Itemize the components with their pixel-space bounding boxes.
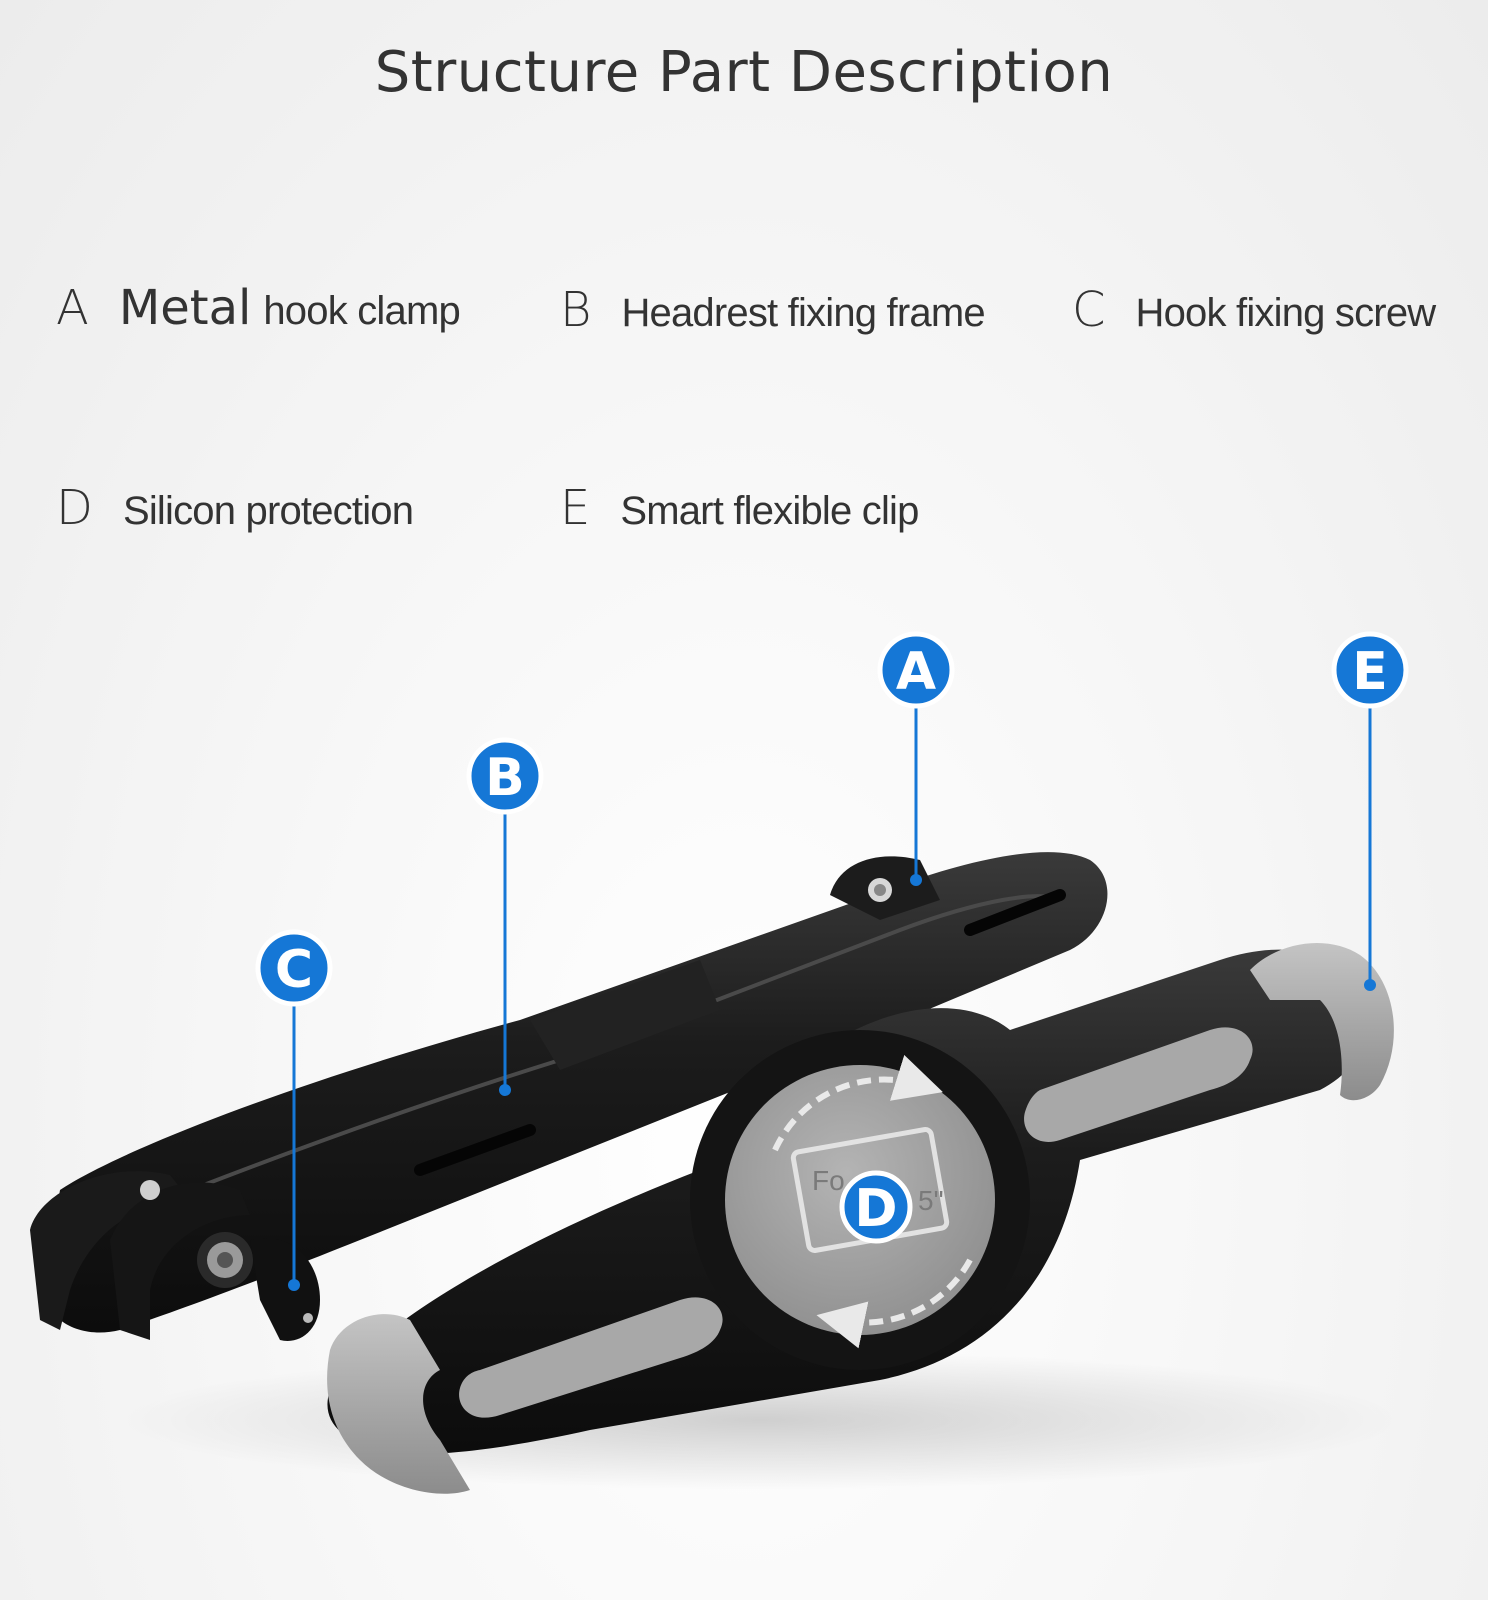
headrest-fixing-frame [44, 852, 1108, 1333]
callout-dots [288, 874, 1376, 1291]
legend-item-c: C Hook fixing screw [1072, 282, 1437, 338]
hook-fixing-screw [30, 1171, 320, 1341]
legend-letter: B [560, 282, 592, 338]
callout-badge-e: E [1331, 631, 1409, 709]
legend-label-rest: hook clamp [263, 289, 460, 333]
callout-letter-b: B [485, 748, 525, 808]
callout-letter-a: A [896, 642, 936, 702]
legend-label: Hook fixing screw [1135, 291, 1437, 335]
legend-label: Silicon protection [122, 489, 414, 533]
legend-label: Headrest fixing frame [621, 291, 985, 335]
callout-letter-e: E [1352, 642, 1388, 702]
legend-item-b: B Headrest fixing frame [560, 282, 986, 338]
legend-item-e: E Smart flexible clip [560, 480, 919, 536]
legend-label-strong: Metal [118, 280, 252, 336]
callout-letter-c: C [275, 940, 313, 1000]
legend-letter: C [1072, 282, 1106, 338]
callout-badge-d: D [839, 1170, 913, 1244]
mount-print-right: 5" [918, 1185, 944, 1216]
callout-lines [292, 705, 1372, 1285]
legend-label: Smart flexible clip [620, 489, 919, 533]
callout-badge-c: C [255, 929, 333, 1007]
page-title: Structure Part Description [374, 40, 1114, 105]
smart-flexible-clip [327, 943, 1394, 1494]
callout-badge-a: A [877, 631, 955, 709]
product-photo: Fo 5" A B C D E [30, 631, 1409, 1494]
legend-letter: E [560, 480, 591, 536]
metal-hook-clamp [830, 856, 940, 920]
legend-item-d: D Silicon protection [56, 480, 414, 536]
callout-badge-b: B [466, 737, 544, 815]
mount-print-left: Fo [812, 1165, 845, 1196]
legend-letter: A [56, 280, 89, 336]
legend-letter: D [56, 480, 93, 536]
callout-letter-d: D [854, 1179, 897, 1239]
